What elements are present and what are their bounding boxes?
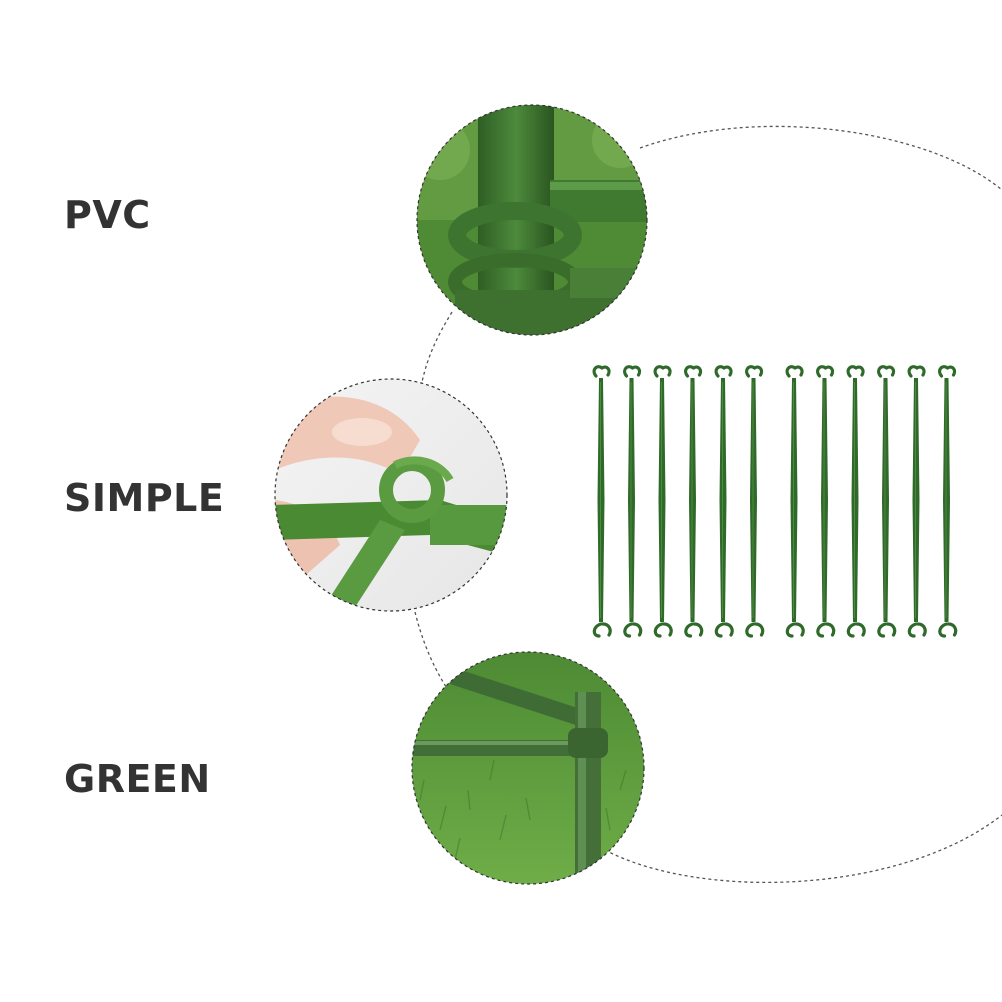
plant-stake (745, 365, 765, 638)
feature-label-green: GREEN (64, 757, 211, 801)
plant-stakes-group (592, 365, 958, 638)
plant-stake (846, 365, 866, 638)
plant-stake (714, 365, 734, 638)
dashed-arc-lower (604, 814, 1002, 884)
dashed-connector-bottom (414, 611, 449, 691)
pvc-photo (417, 105, 647, 335)
feature-label-simple: SIMPLE (64, 476, 225, 520)
green-photo (412, 652, 644, 884)
plant-stake (623, 365, 643, 638)
plant-stake (816, 365, 836, 638)
dashed-arc-large (639, 125, 1002, 191)
plant-stake (785, 365, 805, 638)
feature-label-pvc: PVC (64, 193, 151, 237)
simple-photo (275, 379, 507, 611)
plant-stake (592, 365, 612, 638)
plant-stake (877, 365, 897, 638)
plant-stake (938, 365, 958, 638)
plant-stake (907, 365, 927, 638)
dashed-connector-top (421, 311, 453, 383)
plant-stake (684, 365, 704, 638)
plant-stake (653, 365, 673, 638)
